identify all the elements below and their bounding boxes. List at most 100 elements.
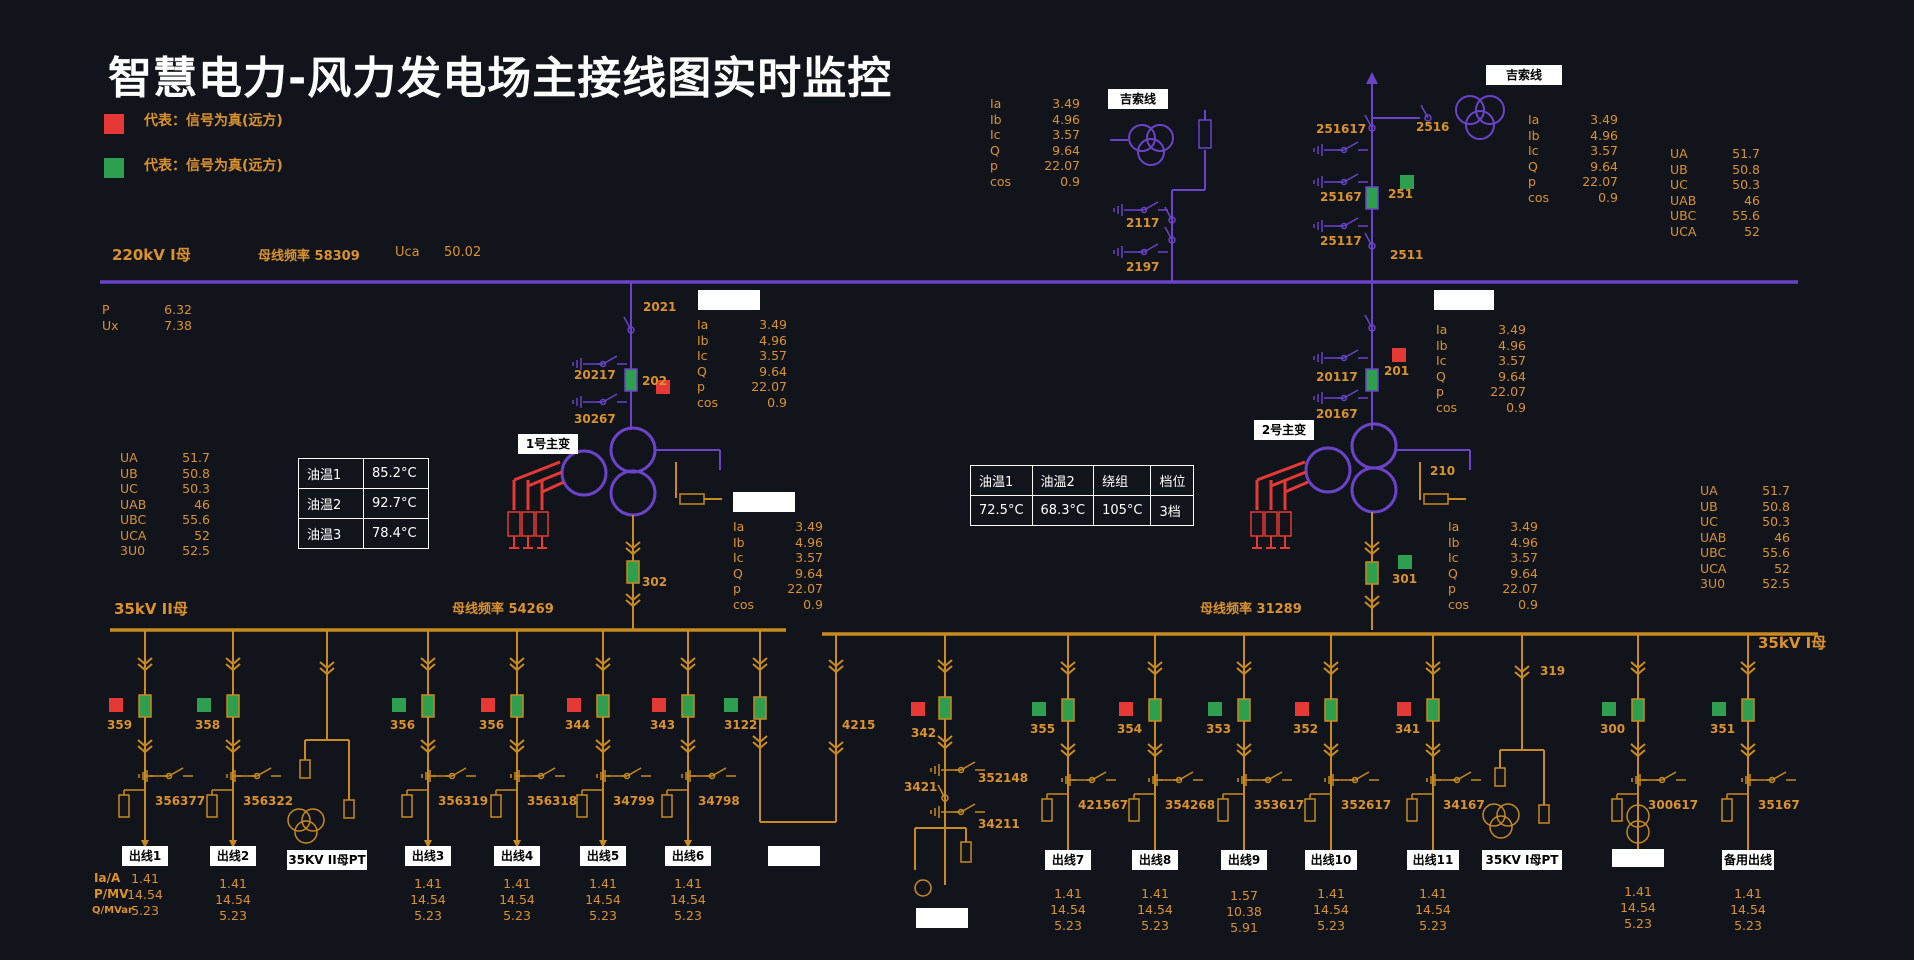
legend-red-label: 代表：信号为真(远方): [144, 113, 283, 129]
feeder-pt-ii-fuse: [299, 759, 311, 779]
feeder-300-arrester: [1611, 798, 1623, 822]
label-352148: 352148: [978, 771, 1029, 785]
feeder-pt-i-coil1: [1482, 803, 1506, 827]
label-301: 301: [1392, 572, 1418, 586]
bus-35kv-ii-name: 35kV II母: [114, 600, 188, 618]
disc-20117: [1364, 314, 1373, 329]
disc-2117: [1164, 206, 1173, 221]
breaker-300: [1631, 698, 1645, 722]
legend-green-label: 代表：信号为真(远方): [144, 158, 283, 174]
feeder-code-300: 300: [1600, 722, 1626, 736]
feeder-355-plug1: [1060, 661, 1076, 670]
feeder-300-plug2: [1630, 749, 1646, 758]
t2-coil-hv: [1350, 422, 1398, 470]
feeder-name-3: 出线3: [405, 846, 451, 866]
legend-red-swatch: [104, 114, 124, 134]
label-2516: 2516: [1416, 120, 1450, 134]
t2-red-arr-2: [1278, 511, 1292, 537]
out-caption-p: P/MV: [94, 887, 129, 901]
line-left-arrester: [1198, 119, 1212, 149]
label-34211: 34211: [978, 817, 1020, 831]
gsw-356322: [253, 772, 261, 780]
feeder-356-arrester: [490, 794, 502, 818]
t1-plug1: [625, 547, 641, 556]
feeder-343-arrester: [661, 794, 673, 818]
t2-red-link-b: [1270, 470, 1307, 488]
gsw-2117: [1140, 206, 1148, 214]
bus-35kv-i-name: 35kV I母: [1758, 634, 1827, 652]
feeder-358-arrester: [206, 794, 218, 818]
status-358: [197, 698, 211, 712]
feeder-358-plug2: [225, 745, 241, 754]
t2-plug1: [1364, 547, 1380, 556]
breaker-356: [510, 694, 524, 718]
feeder-354-plug1: [1147, 667, 1163, 676]
status-341: [1397, 702, 1411, 716]
bus-220kv-freq: 母线频率 58309: [258, 249, 360, 264]
feeder-name-0: 出线1: [122, 846, 168, 866]
breaker-353: [1237, 698, 1251, 722]
gsw-34211: [957, 808, 965, 816]
disc-2511: [1364, 232, 1373, 247]
feeder-ground-353617: 353617: [1254, 798, 1305, 812]
gsw-421567: [1088, 776, 1096, 784]
breaker-354: [1148, 698, 1162, 722]
gsw-20117: [1340, 354, 1348, 362]
feeder-code-358: 358: [195, 718, 221, 732]
feeder-name-13: 出线11: [1407, 850, 1459, 870]
gsw-25117: [1340, 222, 1348, 230]
feeder-pt-ii-coil1: [287, 808, 311, 832]
gsw-356319: [448, 772, 456, 780]
label-25167: 25167: [1320, 190, 1362, 204]
feeder-359-arrester: [118, 794, 130, 818]
feeder-344-arrow: [599, 840, 607, 848]
feeder-code-359: 359: [107, 718, 133, 732]
t2-coil-lv: [1350, 466, 1398, 514]
feeder-354-plug1: [1147, 661, 1163, 670]
feeder-ground-421567: 421567: [1078, 798, 1129, 812]
feeder-pt-ii-coil2: [301, 808, 325, 832]
breaker-201: [1365, 368, 1379, 392]
gsw-352148: [957, 766, 965, 774]
gsw-353617: [1264, 776, 1272, 784]
feeder-name-2: 35KV II母PT: [287, 850, 367, 870]
breaker-301: [1365, 561, 1379, 585]
breaker-352: [1324, 698, 1338, 722]
label-20217: 20217: [574, 368, 616, 382]
label-4215: 4215: [842, 718, 876, 732]
feeder-355-plug2: [1060, 749, 1076, 758]
label-2511: 2511: [1390, 248, 1424, 262]
label-20117: 20117: [1316, 370, 1358, 384]
feeder-ground-354268: 354268: [1165, 798, 1216, 812]
feeder-name-14: 35KV I母PT: [1482, 850, 1562, 870]
gsw-251617: [1340, 146, 1348, 154]
transformer-1-label: 1号主变: [518, 434, 578, 454]
status-343: [652, 698, 666, 712]
feeder-344-plug1: [595, 663, 611, 672]
t2-red-arr-0: [1250, 511, 1264, 537]
feeder-code-343: 343: [650, 718, 676, 732]
feeder-343-plug1: [680, 663, 696, 672]
feeder-3122-plug2: [752, 735, 768, 744]
feeder-pt-ii-plug: [319, 667, 335, 676]
feeder-pt-i-plug: [1514, 671, 1530, 680]
out-caption-ia: Ia/A: [94, 871, 121, 885]
feeder-code-341: 341: [1395, 722, 1421, 736]
feeder-351-plug2: [1740, 749, 1756, 758]
t1-coil-mid: [560, 449, 608, 497]
feeder-ground-34167: 34167: [1443, 798, 1485, 812]
gsw-20167: [1340, 394, 1348, 402]
t1-red-link-c: [541, 480, 565, 494]
breaker-358: [226, 694, 240, 718]
